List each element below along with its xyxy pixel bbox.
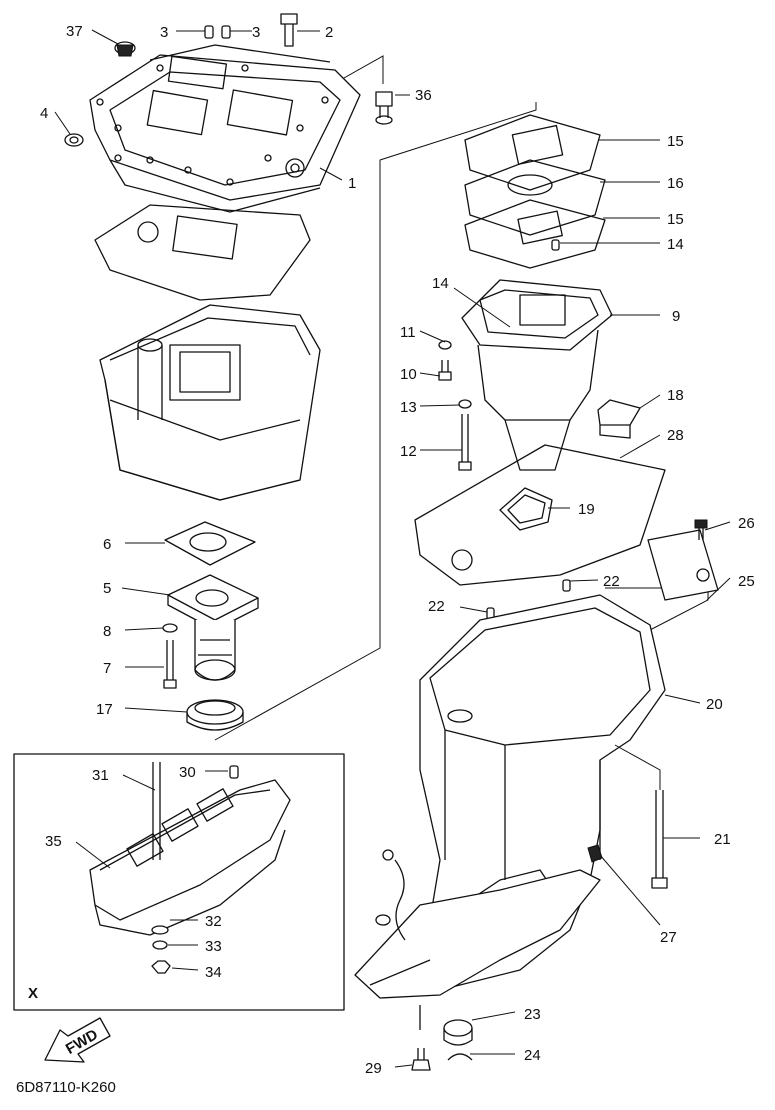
callout-2: 2	[325, 24, 333, 41]
washer	[162, 623, 178, 633]
inset-box	[13, 753, 345, 1011]
anti-cavitation-plate	[354, 849, 601, 999]
rubber-seal	[186, 699, 244, 731]
callout-19: 19	[578, 501, 595, 518]
anode-parts	[411, 1005, 473, 1071]
callout-8: 8	[103, 623, 111, 640]
callout-25: 25	[738, 573, 755, 590]
fwd-arrow: FWD	[44, 1017, 111, 1063]
small-fasteners	[438, 340, 472, 471]
callout-10: 10	[400, 366, 417, 383]
callout-16: 16	[667, 175, 684, 192]
callout-1: 1	[348, 175, 356, 192]
callout-15a: 15	[667, 133, 684, 150]
long-bolt-right	[651, 790, 668, 889]
callout-20: 20	[706, 696, 723, 713]
callout-26: 26	[738, 515, 755, 532]
callout-13: 13	[400, 399, 417, 416]
callout-37: 37	[66, 23, 83, 40]
callout-33: 33	[205, 938, 222, 955]
callout-36: 36	[415, 87, 432, 104]
bolt-side	[375, 91, 393, 125]
long-bolt-left	[163, 640, 177, 689]
callout-29: 29	[365, 1060, 382, 1077]
oil-pan	[99, 304, 321, 501]
drawing-code: 6D87110-K260	[16, 1079, 116, 1096]
callout-22a: 22	[603, 573, 620, 590]
callout-21: 21	[714, 831, 731, 848]
damper-block	[597, 399, 641, 439]
lower-gasket	[414, 444, 666, 586]
callout-27: 27	[660, 929, 677, 946]
callout-35: 35	[45, 833, 62, 850]
muffler-gasket	[164, 521, 256, 566]
callout-28: 28	[667, 427, 684, 444]
plug	[114, 41, 136, 57]
callout-7: 7	[103, 660, 111, 677]
grommet	[64, 133, 84, 147]
callout-34: 34	[205, 964, 222, 981]
callout-leaders	[54, 29, 731, 1068]
exhaust-guide	[167, 574, 259, 681]
callout-9: 9	[672, 308, 680, 325]
callout-15b: 15	[667, 211, 684, 228]
callout-17: 17	[96, 701, 113, 718]
callout-24: 24	[524, 1047, 541, 1064]
callout-14a: 14	[667, 236, 684, 253]
upper-casing-plate	[89, 44, 361, 213]
callout-18: 18	[667, 387, 684, 404]
callout-12: 12	[400, 443, 417, 460]
callout-4: 4	[40, 105, 48, 122]
exhaust-manifold	[461, 279, 613, 471]
inset-label: X	[28, 985, 38, 1002]
bolt-top	[280, 13, 298, 47]
callout-14b: 14	[432, 275, 449, 292]
fwd-label: FWD	[63, 1026, 101, 1058]
rubber-seal-19	[499, 487, 553, 531]
callout-30: 30	[179, 764, 196, 781]
plate-bolt-holes	[96, 64, 329, 186]
dowel-pins	[204, 25, 231, 39]
plate-gasket	[94, 204, 311, 301]
callout-11: 11	[400, 324, 416, 341]
callout-31: 31	[92, 767, 109, 784]
gasket-stack	[464, 114, 606, 269]
callout-3a: 3	[160, 24, 168, 41]
callout-32: 32	[205, 913, 222, 930]
callout-23: 23	[524, 1006, 541, 1023]
callout-3b: 3	[252, 24, 260, 41]
callout-labels: 37 3 3 2 4 36 1 6 5 8 7 17 15 16 15 14 1…	[16, 23, 755, 1096]
callout-5: 5	[103, 580, 111, 597]
callout-22b: 22	[428, 598, 445, 615]
callout-6: 6	[103, 536, 111, 553]
